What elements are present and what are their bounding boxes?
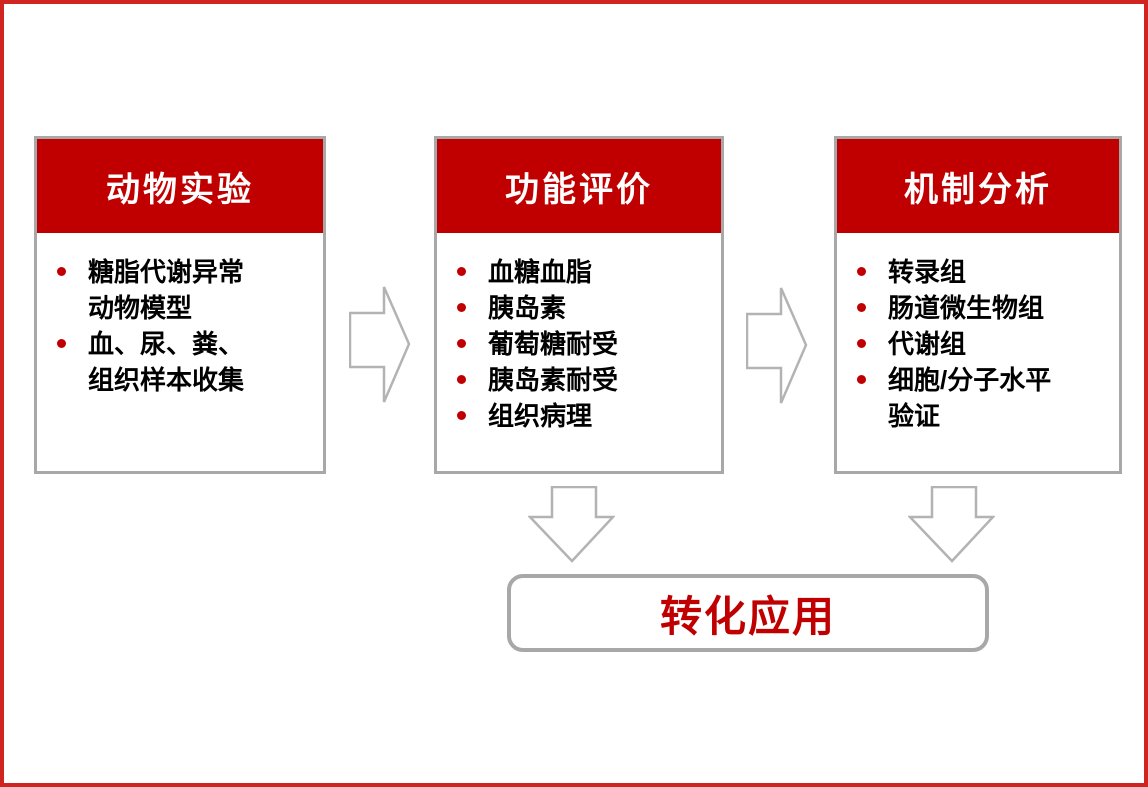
bullet-text: 代谢组 (888, 329, 967, 359)
stage-box-mechanism-analysis: 机制分析 转录组 肠道微生物组 代谢组 细胞/分子水平 验证 (834, 136, 1122, 474)
list-item: 糖脂代谢异常 动物模型 (45, 254, 317, 326)
list-item: 血糖血脂 (445, 254, 715, 290)
bullet-text: 细胞/分子水平 验证 (888, 365, 1052, 431)
list-item: 组织病理 (445, 398, 715, 434)
result-label: 转化应用 (659, 592, 836, 640)
bullet-text: 胰岛素耐受 (488, 365, 619, 395)
bullet-icon (57, 267, 66, 276)
list-item: 血、尿、粪、 组织样本收集 (45, 326, 317, 398)
stage-bullet-list: 转录组 肠道微生物组 代谢组 细胞/分子水平 验证 (837, 233, 1119, 434)
stage-title: 机制分析 (837, 139, 1119, 233)
list-item: 细胞/分子水平 验证 (845, 362, 1113, 434)
list-item: 葡萄糖耐受 (445, 326, 715, 362)
bullet-text: 糖脂代谢异常 动物模型 (88, 257, 245, 323)
stage-box-animal-experiment: 动物实验 糖脂代谢异常 动物模型 血、尿、粪、 组织样本收集 (34, 136, 326, 474)
list-item: 转录组 (845, 254, 1113, 290)
right-arrow-icon (349, 285, 411, 405)
down-arrow-icon (908, 486, 995, 563)
result-box-translational-application: 转化应用 (507, 574, 989, 652)
stage-bullet-list: 血糖血脂 胰岛素 葡萄糖耐受 胰岛素耐受 组织病理 (437, 233, 721, 434)
bullet-icon (457, 267, 466, 276)
bullet-icon (457, 339, 466, 348)
bullet-text: 转录组 (888, 257, 967, 287)
list-item: 肠道微生物组 (845, 290, 1113, 326)
stage-title: 功能评价 (437, 139, 721, 233)
bullet-text: 组织病理 (488, 401, 593, 431)
bullet-icon (857, 267, 866, 276)
list-item: 胰岛素耐受 (445, 362, 715, 398)
bullet-text: 血糖血脂 (488, 257, 593, 287)
bullet-text: 血、尿、粪、 组织样本收集 (88, 329, 245, 395)
bullet-icon (857, 303, 866, 312)
bullet-text: 肠道微生物组 (888, 293, 1045, 323)
right-arrow-icon (746, 286, 808, 406)
bullet-text: 胰岛素 (488, 293, 567, 323)
bullet-icon (857, 339, 866, 348)
bullet-icon (857, 375, 866, 384)
stage-bullet-list: 糖脂代谢异常 动物模型 血、尿、粪、 组织样本收集 (37, 233, 323, 398)
bullet-icon (457, 303, 466, 312)
bullet-icon (457, 375, 466, 384)
list-item: 胰岛素 (445, 290, 715, 326)
down-arrow-icon (528, 486, 615, 563)
list-item: 代谢组 (845, 326, 1113, 362)
stage-box-functional-evaluation: 功能评价 血糖血脂 胰岛素 葡萄糖耐受 胰岛素耐受 组织病理 (434, 136, 724, 474)
bullet-icon (457, 411, 466, 420)
stage-title: 动物实验 (37, 139, 323, 233)
bullet-icon (57, 339, 66, 348)
bullet-text: 葡萄糖耐受 (488, 329, 619, 359)
